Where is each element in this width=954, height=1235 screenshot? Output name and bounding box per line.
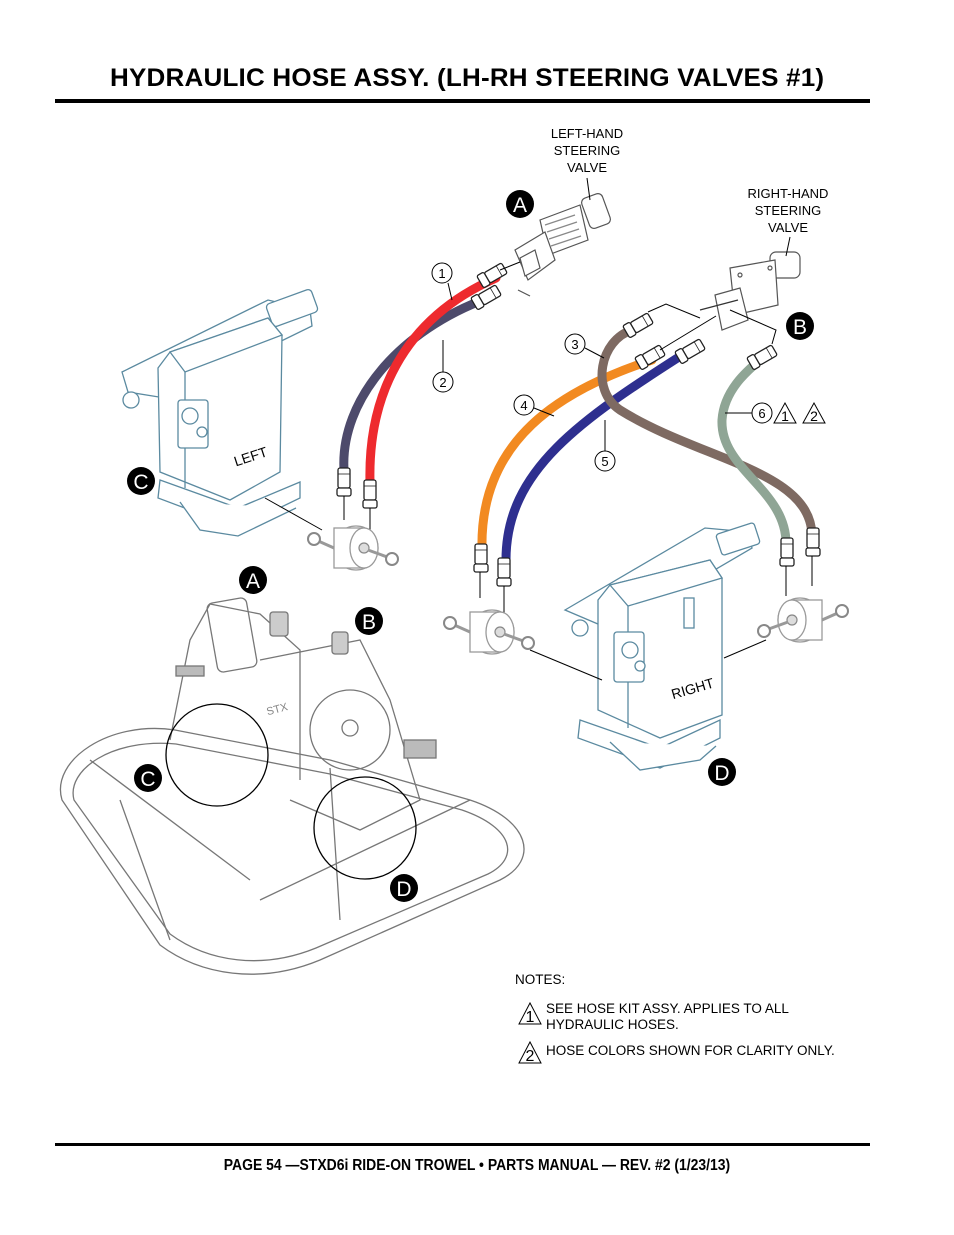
svg-text:D: D [396, 878, 411, 901]
svg-text:2: 2 [439, 375, 446, 390]
hose-balloon-6: 6 1 2 [725, 401, 826, 424]
hose-4 [477, 355, 657, 553]
callout-d-overview: D [390, 874, 418, 902]
callout-b-label: B [793, 316, 807, 339]
hose-2 [339, 293, 493, 475]
callout-c-gearbox: C [127, 467, 155, 495]
callout-a-valve: A [506, 190, 534, 218]
note-ref-2: 2 [810, 408, 818, 424]
right-gearbox-illustration [563, 522, 761, 771]
detail-circle-d [313, 776, 417, 880]
svg-text:1: 1 [526, 1009, 535, 1025]
left-hand-steering-valve-label: LEFT-HAND STEERING VALVE [550, 126, 624, 175]
note-marker-triangle-icon: 1 [518, 1001, 542, 1025]
hose-balloon-4: 4 [513, 394, 555, 417]
callout-b-overview: B [355, 607, 383, 635]
note-item: 2 HOSE COLORS SHOWN FOR CLARITY ONLY. [515, 1040, 895, 1064]
trowel-overview-illustration [59, 597, 525, 975]
hose-balloon-1: 1 [431, 262, 453, 301]
hose-balloon-5: 5 [594, 420, 616, 472]
svg-text:1: 1 [438, 266, 445, 281]
svg-text:4: 4 [520, 398, 527, 413]
callout-a-label: A [513, 194, 527, 217]
note-ref-1: 1 [781, 408, 789, 424]
note-text: SEE HOSE KIT ASSY. APPLIES TO ALL HYDRAU… [546, 1001, 789, 1032]
right-hand-steering-valve-label: RIGHT-HAND STEERING VALVE [747, 186, 829, 235]
leader-line [785, 236, 791, 257]
svg-text:3: 3 [571, 337, 578, 352]
footer-rule [55, 1143, 870, 1146]
hose-balloon-2: 2 [432, 340, 454, 393]
note-marker-triangle-icon: 2 [518, 1040, 542, 1064]
svg-text:C: C [140, 768, 155, 791]
hose-5 [501, 345, 695, 565]
leader-line [586, 177, 591, 201]
notes-heading: NOTES: [515, 972, 566, 987]
notes-section: NOTES: 1 SEE HOSE KIT ASSY. APPLIES TO A… [515, 972, 895, 1064]
hose-1 [365, 273, 501, 487]
svg-text:6: 6 [758, 406, 765, 421]
callout-a-overview: A [239, 566, 267, 594]
svg-text:5: 5 [601, 454, 608, 469]
svg-text:A: A [246, 570, 260, 593]
note-text: HOSE COLORS SHOWN FOR CLARITY ONLY. [546, 1043, 835, 1058]
detail-circle-c [165, 703, 269, 807]
callout-b-valve: B [786, 312, 814, 340]
leader-lines [264, 261, 813, 681]
page-title: HYDRAULIC HOSE ASSY. (LH-RH STEERING VAL… [110, 64, 825, 92]
svg-text:2: 2 [526, 1048, 535, 1064]
callout-d-gearbox: D [708, 758, 736, 786]
left-gearbox-illustration [121, 288, 319, 537]
callout-d-label: D [714, 762, 729, 785]
trowel-badge: STX [265, 701, 289, 718]
hose-balloon-3: 3 [564, 333, 605, 359]
note-item: 1 SEE HOSE KIT ASSY. APPLIES TO ALL HYDR… [515, 1001, 895, 1033]
title-rule [55, 99, 870, 103]
hose-3 [597, 325, 817, 540]
left-hand-steering-valve-illustration [514, 193, 612, 297]
callout-c-label: C [133, 471, 148, 494]
hose-6 [717, 355, 791, 551]
page-footer: PAGE 54 —STXD6i RIDE-ON TROWEL • PARTS M… [223, 1157, 731, 1174]
right-hand-steering-valve-illustration [699, 251, 801, 331]
callout-c-overview: C [134, 764, 162, 792]
hoses [339, 273, 817, 565]
svg-text:B: B [362, 611, 376, 634]
